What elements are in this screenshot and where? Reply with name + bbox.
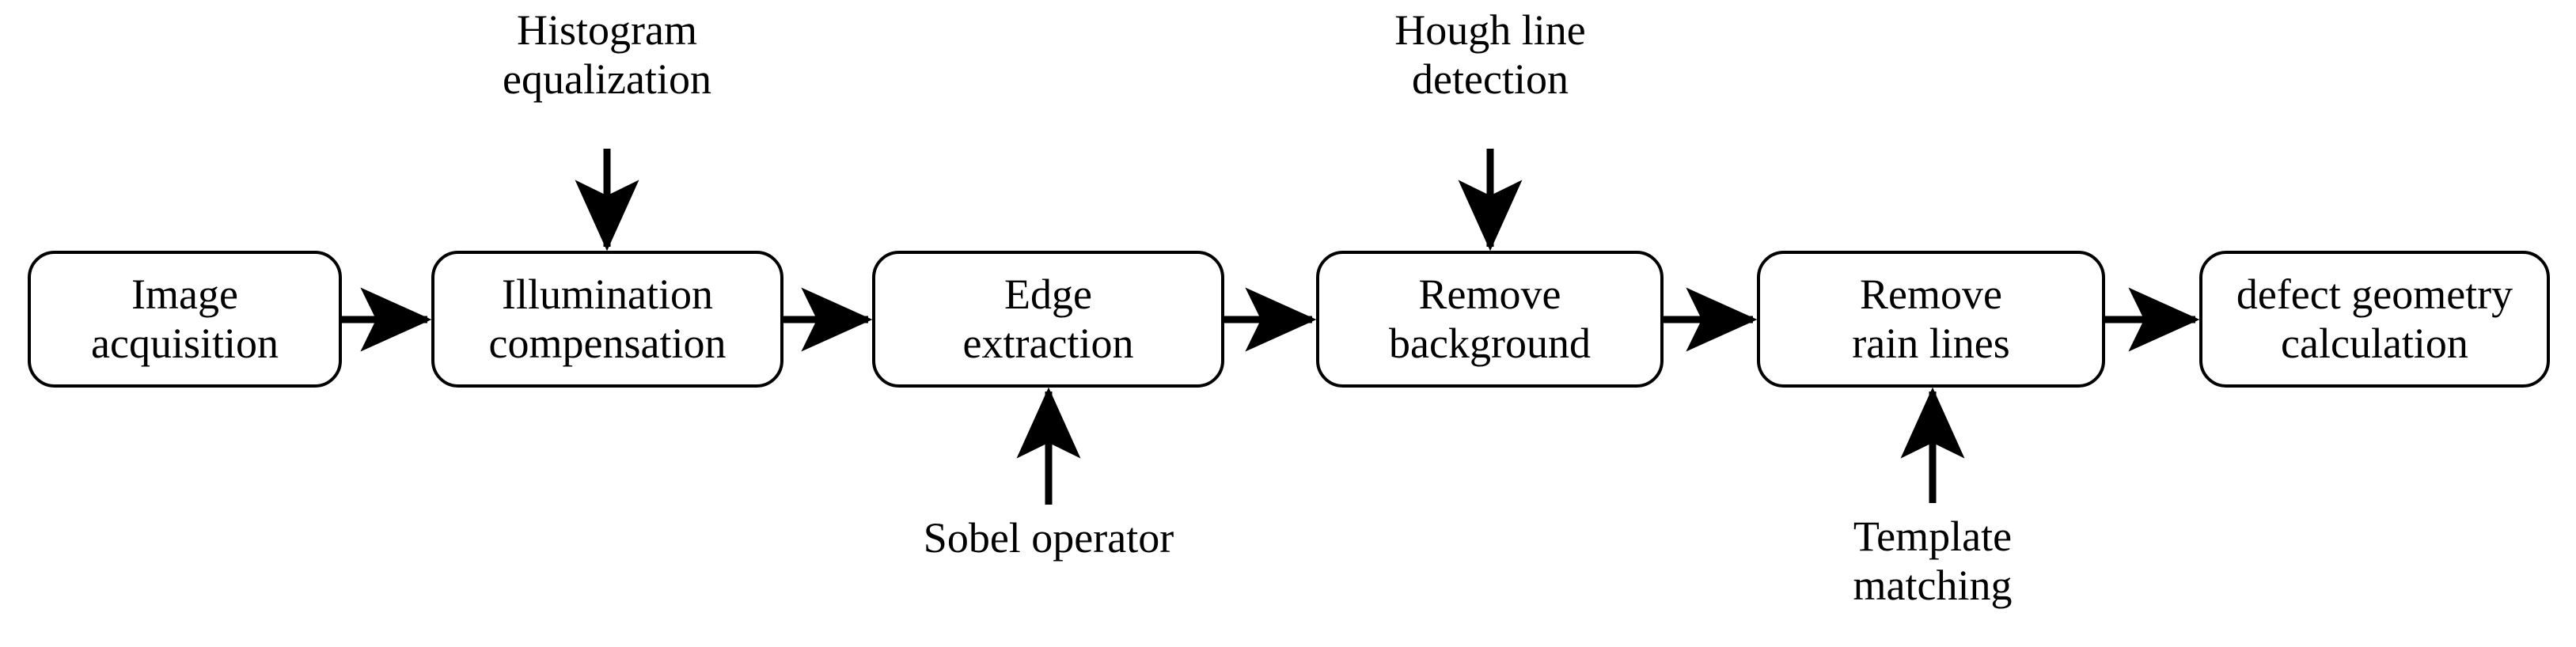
annotation-label-line1: Template (1853, 513, 2013, 560)
node-label-line1: Edge (1004, 270, 1092, 318)
node-label-line2: compensation (488, 319, 727, 367)
node-remove-rain-lines[interactable]: Remove rain lines (1757, 251, 2105, 388)
node-label-line2: rain lines (1852, 319, 2010, 367)
node-label-line1: Remove (1418, 270, 1561, 318)
node-image-acquisition[interactable]: Image acquisition (28, 251, 342, 388)
node-edge-extraction[interactable]: Edge extraction (872, 251, 1224, 388)
annotation-label-line2: equalization (503, 55, 711, 103)
node-label-line2: calculation (2281, 319, 2468, 367)
node-label-line1: defect geometry (2236, 270, 2513, 318)
annotation-label-line2: matching (1853, 561, 2013, 609)
node-remove-background[interactable]: Remove background (1316, 251, 1664, 388)
annotation-label-line2: detection (1412, 55, 1569, 103)
annotation-hough-line-detection: Hough line detection (1394, 6, 1585, 104)
node-illumination-compensation[interactable]: Illumination compensation (431, 251, 783, 388)
node-defect-geometry-calculation[interactable]: defect geometry calculation (2199, 251, 2550, 388)
node-label-line1: Remove (1860, 270, 2002, 318)
annotation-label-line1: Histogram (517, 6, 697, 54)
node-label-line2: extraction (962, 319, 1134, 367)
node-label-line2: background (1389, 319, 1591, 367)
annotation-label-line1: Sobel operator (923, 514, 1174, 562)
annotation-histogram-equalization: Histogram equalization (503, 6, 711, 104)
annotation-label-line1: Hough line (1394, 6, 1586, 54)
node-label-line2: acquisition (91, 319, 279, 367)
annotation-sobel-operator: Sobel operator (924, 514, 1174, 563)
node-label-line1: Image (131, 270, 238, 318)
annotation-template-matching: Template matching (1853, 513, 2013, 610)
node-label-line1: Illumination (502, 270, 713, 318)
